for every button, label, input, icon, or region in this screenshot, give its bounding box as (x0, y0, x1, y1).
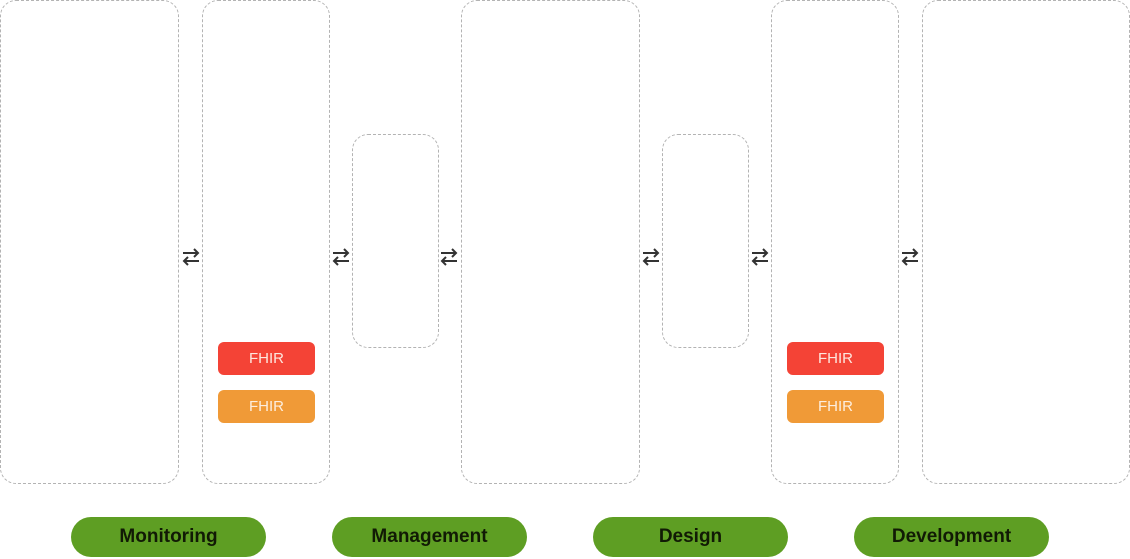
column-7 (922, 0, 1130, 484)
swap-arrows-icon (330, 247, 352, 267)
column-3-small (352, 134, 439, 348)
column-5-small (662, 134, 749, 348)
column-6 (771, 0, 899, 484)
swap-arrows-icon (640, 247, 662, 267)
stage-pill-management[interactable]: Management (332, 517, 527, 557)
swap-arrows-icon (749, 247, 771, 267)
stage-pill-design[interactable]: Design (593, 517, 788, 557)
stage-pill-development[interactable]: Development (854, 517, 1049, 557)
swap-arrows-icon (438, 247, 460, 267)
swap-arrows-icon (180, 247, 202, 267)
fhir-badge-left-red[interactable]: FHIR (218, 342, 315, 375)
fhir-badge-right-orange[interactable]: FHIR (787, 390, 884, 423)
column-2 (202, 0, 330, 484)
column-1 (0, 0, 179, 484)
swap-arrows-icon (899, 247, 921, 267)
fhir-badge-left-orange[interactable]: FHIR (218, 390, 315, 423)
stage-pill-monitoring[interactable]: Monitoring (71, 517, 266, 557)
column-4 (461, 0, 640, 484)
fhir-badge-right-red[interactable]: FHIR (787, 342, 884, 375)
